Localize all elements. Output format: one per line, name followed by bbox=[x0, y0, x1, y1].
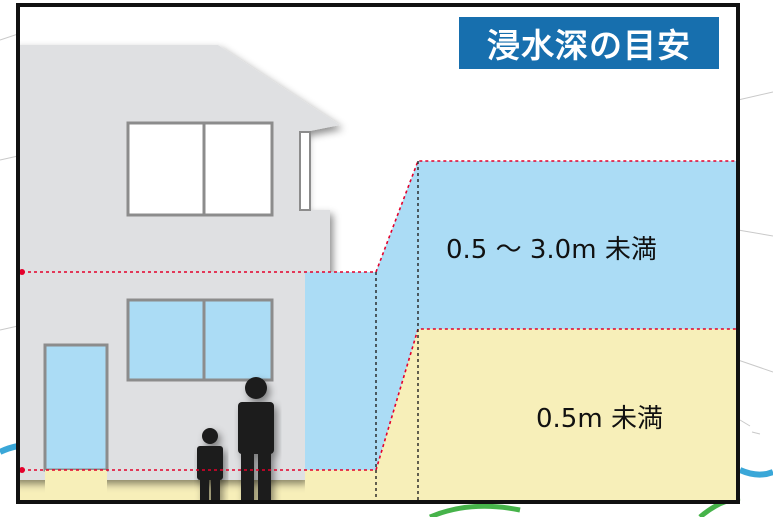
depth-guide-lines bbox=[22, 160, 738, 471]
lower-window bbox=[126, 298, 274, 382]
upper-window bbox=[126, 121, 311, 217]
adult-silhouette-icon bbox=[238, 377, 274, 502]
guide-dot-upper bbox=[19, 269, 25, 275]
depth-label-0.5-3.0m: 0.5 〜 3.0m 未満 bbox=[446, 235, 657, 265]
water-lower-band bbox=[18, 329, 738, 502]
door bbox=[43, 343, 109, 502]
depth-label-under-0.5m: 0.5m 未満 bbox=[536, 404, 663, 434]
vertical-dashed-lines bbox=[375, 161, 419, 502]
child-silhouette-icon bbox=[197, 428, 223, 502]
diagram-frame bbox=[16, 3, 740, 504]
guide-dot-lower bbox=[19, 467, 25, 473]
title-badge: 浸水深の目安 bbox=[459, 17, 719, 69]
